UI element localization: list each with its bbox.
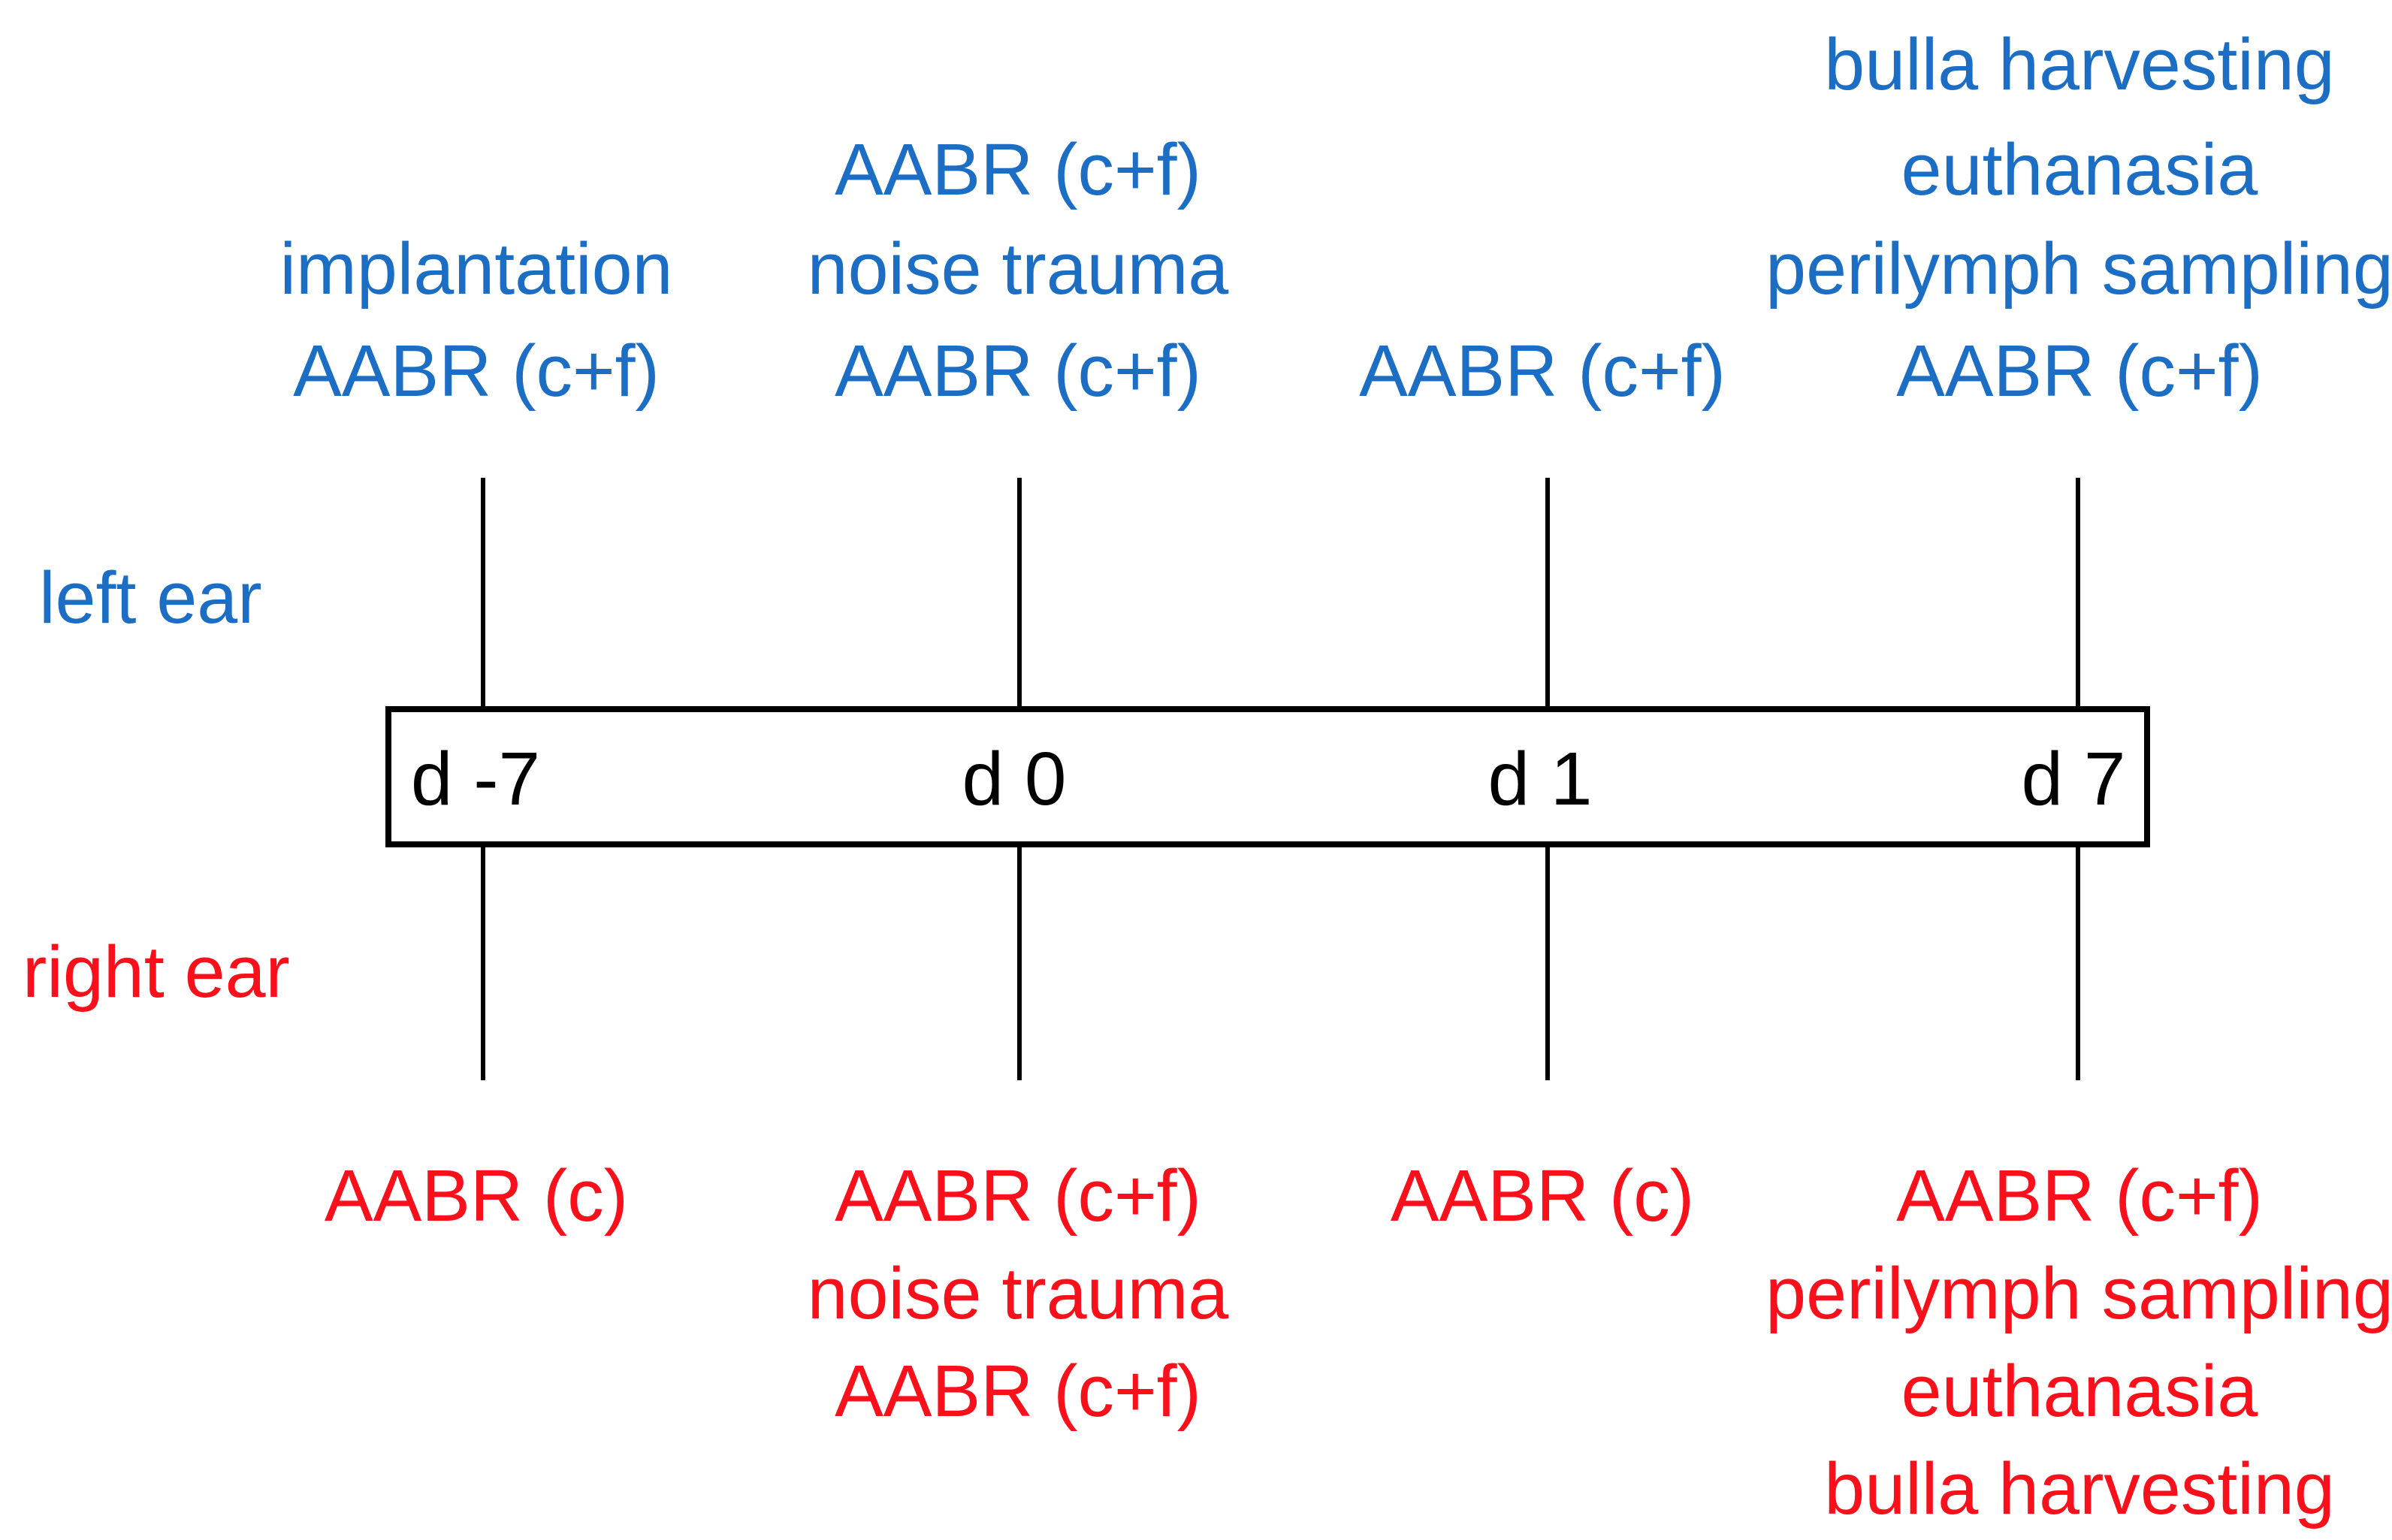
procedure-label: noise trauma (807, 1252, 1229, 1334)
tick-upper-day-0 (1017, 478, 1022, 706)
procedure-label: AABR (c+f) (1896, 1155, 2263, 1237)
left-ear-label: left ear (39, 557, 262, 639)
procedure-label: AABR (c+f) (293, 330, 660, 412)
procedure-label: noise trauma (807, 228, 1229, 310)
right-ear-label: right ear (23, 931, 290, 1013)
procedure-label: bulla harvesting (1824, 1448, 2335, 1529)
procedure-label: implantation (279, 228, 673, 310)
tick-lower-day-7 (2076, 847, 2080, 1080)
procedure-label: AABR (c+f) (835, 1155, 1201, 1237)
tick-lower-day-1 (1545, 847, 1550, 1080)
procedure-label: perilymph sampling (1765, 1252, 2392, 1334)
procedure-label: perilymph sampling (1765, 228, 2392, 310)
procedure-label: AABR (c) (324, 1155, 629, 1237)
procedure-label: AABR (c+f) (835, 128, 1201, 210)
day-label-minus7: d -7 (410, 737, 541, 821)
day-label-7: d 7 (2021, 737, 2126, 821)
tick-upper-day-7 (2076, 478, 2080, 706)
procedure-label: AABR (c+f) (1359, 330, 1726, 412)
procedure-label: euthanasia (1901, 1350, 2258, 1432)
day-label-0: d 0 (962, 737, 1067, 821)
tick-upper-day-minus7 (481, 478, 485, 706)
procedure-label: AABR (c+f) (835, 1350, 1201, 1432)
tick-lower-day-0 (1017, 847, 1022, 1080)
tick-lower-day-minus7 (481, 847, 485, 1080)
day-label-1: d 1 (1487, 737, 1593, 821)
timeline-axis-box (385, 706, 2150, 847)
procedure-label: euthanasia (1901, 128, 2258, 210)
procedure-label: AABR (c+f) (835, 330, 1201, 412)
procedure-label: AABR (c) (1390, 1155, 1695, 1237)
procedure-label: bulla harvesting (1824, 23, 2335, 105)
tick-upper-day-1 (1545, 478, 1550, 706)
procedure-label: AABR (c+f) (1896, 330, 2263, 412)
